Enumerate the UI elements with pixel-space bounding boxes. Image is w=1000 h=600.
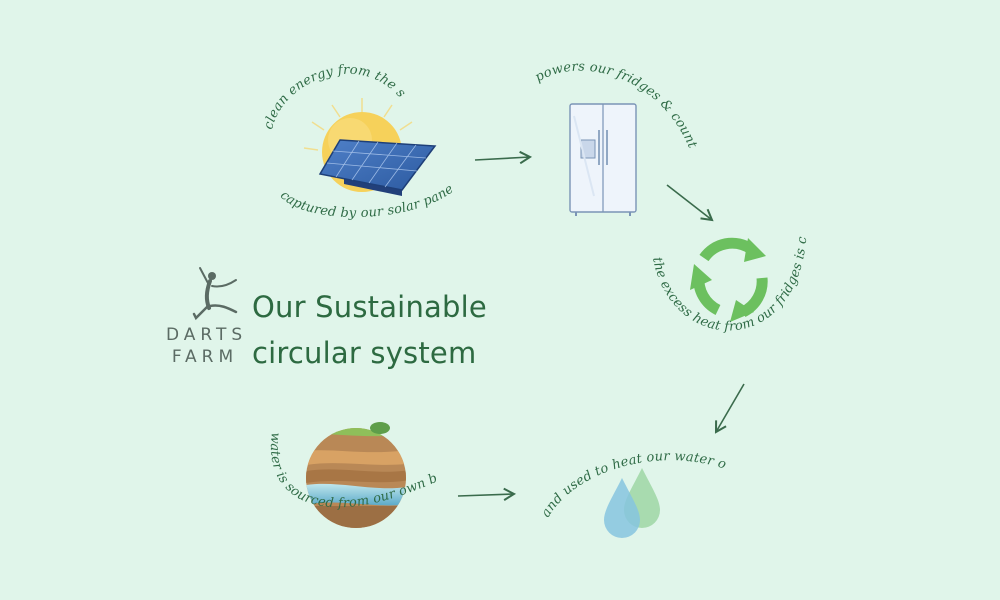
- soil-layers-icon: [306, 422, 406, 528]
- arrow-solar-to-fridge: [474, 150, 533, 165]
- fridge-icon: [569, 103, 637, 216]
- brand-name-line2: FARM: [171, 347, 239, 367]
- dancer-logo-icon: [192, 267, 238, 321]
- recycle-icon: [690, 237, 768, 322]
- arrow-fridge-to-recycle: [666, 184, 714, 222]
- page-title-line1: Our Sustainable: [252, 290, 487, 324]
- flow-arrows: [457, 150, 745, 501]
- arrow-borehole-to-water: [457, 487, 517, 501]
- brand-name-line1: DARTS: [166, 325, 248, 345]
- page-title-line2: circular system: [252, 336, 477, 370]
- water-drops-icon: [604, 468, 660, 538]
- solar-panel-icon: [318, 139, 437, 196]
- caption-sun: clean energy from the sun: [0, 0, 408, 131]
- arrow-recycle-to-water: [714, 383, 745, 434]
